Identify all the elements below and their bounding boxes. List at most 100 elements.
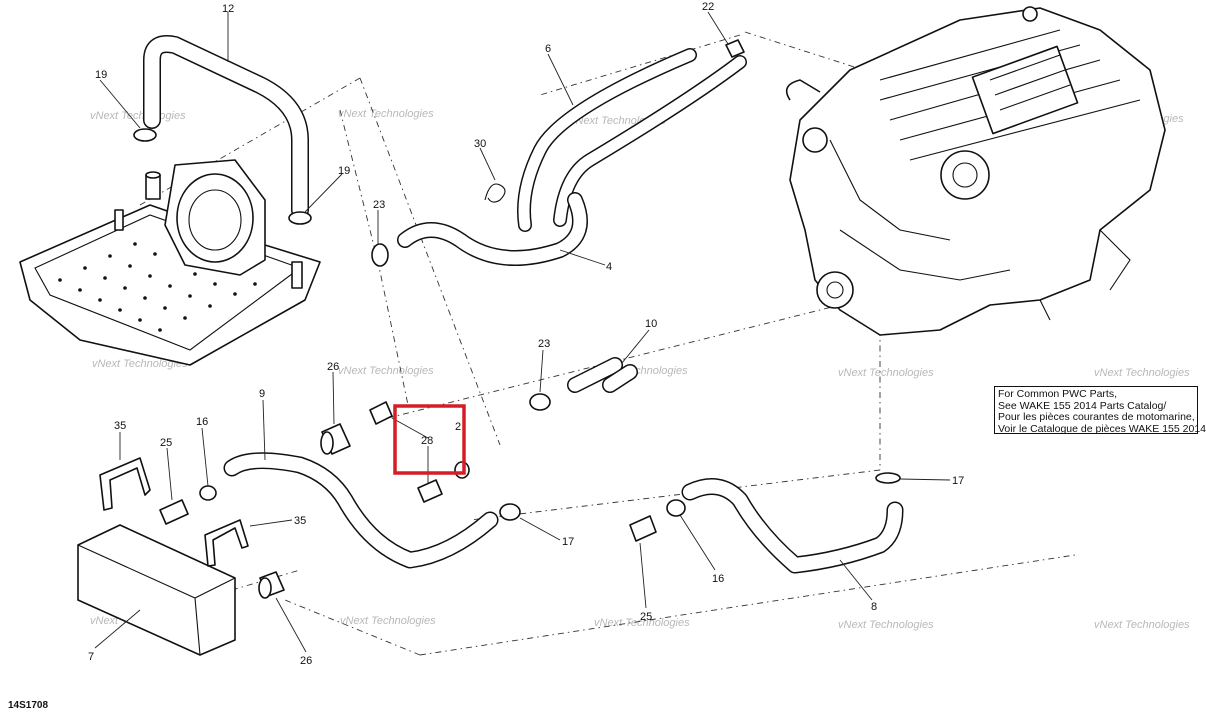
hose-10b-body [603,365,637,392]
callout-26: 26 [327,361,339,373]
hose-12-body [144,36,308,218]
callout-17: 17 [562,536,574,548]
leader-line [275,597,307,653]
leader-line [166,447,173,501]
heat-exchanger-body [77,524,236,656]
callouts: 12 19 19 22 6 30 23 4 10 23 26 9 2 28 35… [88,1,964,667]
common-parts-note: For Common PWC Parts, See WAKE 155 2014 … [994,386,1206,434]
callout-17: 17 [952,475,964,487]
clamp-17b [875,472,901,484]
leader-line [332,371,335,425]
callout-19: 19 [95,69,107,81]
callout-25: 25 [640,611,652,623]
callout-8: 8 [871,601,877,613]
callout-10: 10 [645,318,657,330]
leader-line [621,329,650,364]
callout-7: 7 [88,651,94,663]
leader-line [262,399,266,461]
hose-6-body [518,49,696,231]
hose-9 [223,452,499,569]
engine-housing-inner [952,162,978,188]
callout-35: 35 [294,515,306,527]
heat-exchanger-7 [77,524,236,656]
leader-line [99,79,141,129]
leader-line [547,53,574,106]
diagram-code: 14S1708 [8,700,49,711]
clamps [133,128,901,521]
callout-28: 28 [421,435,433,447]
clamp-16a [199,485,217,501]
leader-line [639,542,647,609]
clip-30 [484,183,506,203]
plate-holes [58,242,257,332]
callout-6: 6 [545,43,551,55]
callout-26: 26 [300,655,312,667]
clamp-19a [133,128,157,142]
engine-detail [1039,229,1131,321]
watermark: vNext Technologies [1094,619,1190,631]
callout-23: 23 [538,338,550,350]
pump-stud [291,261,303,289]
engine-pulley [816,271,854,309]
callout-9: 9 [259,388,265,400]
watermark: vNext Technologies [338,365,434,377]
callout-23: 23 [373,199,385,211]
fitting-22 [725,39,745,58]
pump-plate-assembly [19,159,321,366]
assembly-line [379,299,861,421]
highlight-box [393,404,466,475]
leader-line [249,519,293,527]
hose-4-body [398,193,587,265]
clamp-16b [666,499,686,517]
watermark: vNext Technologies [92,358,188,370]
hose-12 [143,35,309,219]
fitting-25b [629,515,657,542]
bracket-35b [204,519,249,567]
leader-line [304,173,343,213]
engine-housing [940,150,990,200]
callout-16: 16 [712,573,724,585]
hose-10-body [568,358,622,392]
assembly-line [469,469,881,521]
leader-line [94,609,141,649]
fitting-28 [417,479,443,503]
callout-4: 4 [606,261,612,273]
leader-line [519,517,561,541]
leader-line [839,559,873,601]
assembly-line [359,77,501,446]
callout-19: 19 [338,165,350,177]
heat-exchanger-edge [77,544,236,656]
pump-ring [176,173,254,263]
watermark: vNext Technologies [338,108,434,120]
leader-lines [94,11,951,653]
note-line: Pour les pièces courantes de motomarine, [998,411,1195,423]
callout-35: 35 [114,420,126,432]
bracket-35a-shape [99,457,151,511]
leader-line [559,249,606,266]
engine-pulley-hub [826,281,844,299]
leader-line [899,478,951,481]
hose-6 [517,48,747,232]
leader-line [539,349,544,393]
leader-line [707,11,729,45]
leader-line [201,427,209,487]
watermark: vNext Technologies [838,367,934,379]
hose-9-body [225,453,497,567]
leader-line [391,417,429,439]
leader-line [679,514,716,571]
callout-12: 12 [222,3,234,15]
fitting-elbow-upper [369,401,393,425]
fittings [159,39,745,599]
assembly-line [744,31,871,73]
clamp-17a [499,503,521,521]
assembly-line [284,599,421,656]
engine-manifold [971,45,1079,135]
clamp-19b [288,211,312,225]
fitting-26b-face [258,577,272,599]
engine-cap [1022,6,1038,22]
note-line: See WAKE 155 2014 Parts Catalog/ [998,399,1167,412]
callout-22: 22 [702,1,714,13]
hose-8-body [683,479,902,572]
hose-10 [567,357,638,393]
